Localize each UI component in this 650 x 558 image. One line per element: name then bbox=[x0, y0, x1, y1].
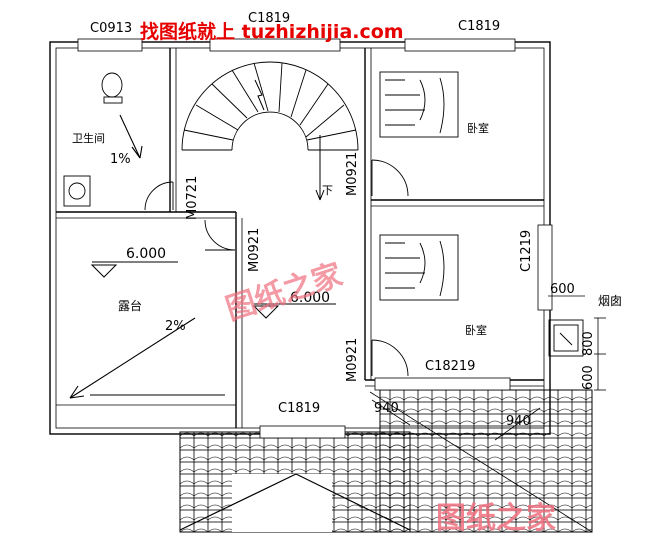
slope-label-bathroom: 1% bbox=[110, 152, 131, 167]
roof-tiles bbox=[179, 389, 593, 533]
watermark-bottom: 图纸之家 bbox=[436, 501, 556, 536]
door-label-bathroom: M0721 bbox=[185, 176, 200, 220]
elevation-markers bbox=[90, 261, 336, 319]
dim-chimney-width: 600 bbox=[550, 282, 575, 297]
bed-upper bbox=[379, 71, 459, 138]
window-label-bottom: C1819 bbox=[278, 401, 320, 416]
door-swings bbox=[144, 159, 409, 377]
door-label-corridor: M0921 bbox=[247, 228, 262, 272]
chimney bbox=[548, 319, 584, 357]
door-label-bedroom-lower: M0921 bbox=[345, 338, 360, 382]
room-label-bedroom-lower: 卧室 bbox=[465, 323, 487, 337]
bed-lower bbox=[379, 234, 459, 301]
walls bbox=[49, 41, 551, 435]
dim-roof-right: 940 bbox=[506, 414, 531, 429]
window-label-top-left: C0913 bbox=[90, 21, 132, 36]
elevation-label-hall: 6.000 bbox=[290, 290, 330, 306]
room-label-terrace: 露台 bbox=[118, 298, 142, 313]
room-label-chimney: 烟囱 bbox=[598, 294, 622, 308]
window-label-top-middle: C1819 bbox=[248, 11, 290, 26]
dimension-lines bbox=[371, 295, 606, 441]
slope-arrows bbox=[69, 114, 225, 399]
room-label-bedroom-upper: 卧室 bbox=[467, 121, 489, 135]
bathroom-fixtures bbox=[63, 72, 123, 207]
dim-chimney-depth-a: 800 bbox=[581, 331, 596, 356]
slope-label-terrace: 2% bbox=[165, 319, 186, 334]
dim-roof-left: 940 bbox=[374, 401, 399, 416]
stair-down-label: 下 bbox=[322, 184, 333, 197]
watermark-top: 找图纸就上 tuzhizhijia.com bbox=[140, 20, 404, 43]
watermark-center: 图纸之家 bbox=[222, 257, 347, 327]
elevation-label-terrace: 6.000 bbox=[126, 246, 166, 262]
dim-chimney-depth-b: 600 bbox=[581, 365, 596, 390]
spiral-stair bbox=[181, 61, 359, 201]
window-label-right-bedroom: C1219 bbox=[519, 230, 534, 272]
room-label-bathroom: 卫生间 bbox=[72, 131, 105, 145]
window-marks bbox=[77, 38, 553, 439]
door-label-bedroom-upper: M0921 bbox=[345, 152, 360, 196]
window-label-lower-bedroom: C18219 bbox=[425, 359, 475, 374]
window-label-top-right: C1819 bbox=[458, 19, 500, 34]
